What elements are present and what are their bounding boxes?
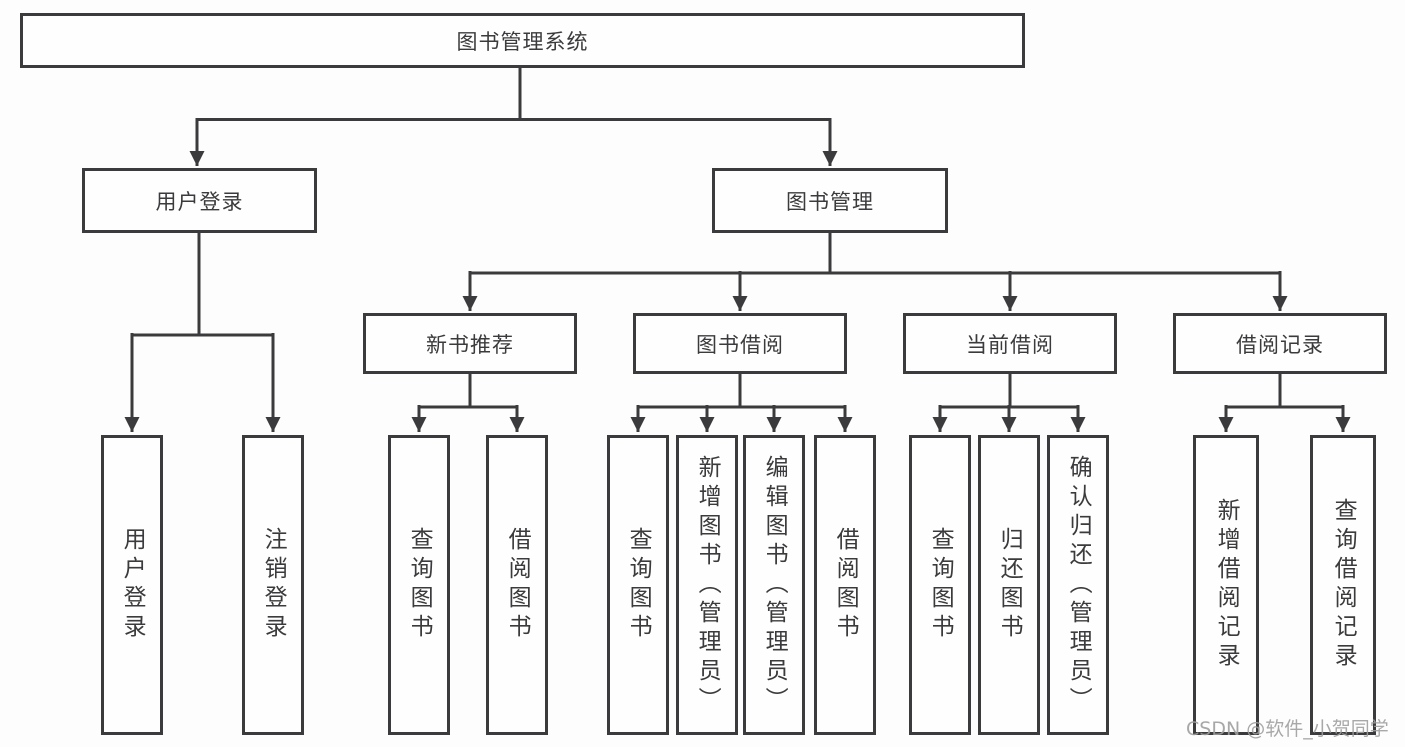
node-label: 归还图书: [996, 527, 1023, 643]
node-label: 确认归还（管理员）: [1065, 454, 1092, 716]
leaf-user-login: 用户登录: [101, 435, 163, 735]
leaf-query-books-current: 查询图书: [909, 435, 971, 735]
node-label: 查询图书: [927, 527, 954, 643]
leaf-query-borrow-record: 查询借阅记录: [1310, 435, 1376, 735]
node-label: 用户登录: [119, 527, 146, 643]
node-label: 注销登录: [260, 527, 287, 643]
leaf-borrow-books: 借阅图书: [814, 435, 876, 735]
node-label: 当前借阅: [966, 332, 1054, 357]
node-label: 新书推荐: [426, 332, 514, 357]
node-library-management-system: 图书管理系统: [20, 13, 1025, 68]
node-label: 查询图书: [406, 527, 433, 643]
node-label: 图书管理: [786, 189, 874, 214]
node-book-borrowing: 图书借阅: [633, 313, 847, 374]
node-current-borrowing: 当前借阅: [903, 313, 1117, 374]
node-label: 编辑图书（管理员）: [761, 454, 788, 716]
node-label: 图书管理系统: [456, 29, 589, 54]
node-user-login: 用户登录: [82, 168, 317, 233]
leaf-query-books-recommend: 查询图书: [388, 435, 450, 735]
node-label: 查询借阅记录: [1330, 498, 1357, 672]
node-label: 用户登录: [155, 189, 244, 214]
node-label: 借阅图书: [832, 527, 859, 643]
leaf-return-books: 归还图书: [978, 435, 1040, 735]
node-new-book-recommendation: 新书推荐: [363, 313, 577, 374]
node-label: 新增借阅记录: [1213, 498, 1240, 672]
leaf-add-borrow-record: 新增借阅记录: [1193, 435, 1259, 735]
leaf-add-book-admin: 新增图书（管理员）: [676, 435, 738, 735]
leaf-logout: 注销登录: [242, 435, 304, 735]
leaf-borrow-books-recommend: 借阅图书: [486, 435, 548, 735]
csdn-watermark: CSDN @软件_小贺同学: [1186, 718, 1389, 740]
node-book-management: 图书管理: [712, 168, 948, 233]
node-borrowing-records: 借阅记录: [1173, 313, 1387, 374]
leaf-edit-book-admin: 编辑图书（管理员）: [743, 435, 805, 735]
node-label: 借阅记录: [1236, 332, 1324, 357]
leaf-confirm-return-admin: 确认归还（管理员）: [1047, 435, 1109, 735]
node-label: 图书借阅: [696, 332, 784, 357]
node-label: 新增图书（管理员）: [694, 454, 721, 716]
node-label: 查询图书: [625, 527, 652, 643]
leaf-query-books-borrow: 查询图书: [607, 435, 669, 735]
node-label: 借阅图书: [504, 527, 531, 643]
